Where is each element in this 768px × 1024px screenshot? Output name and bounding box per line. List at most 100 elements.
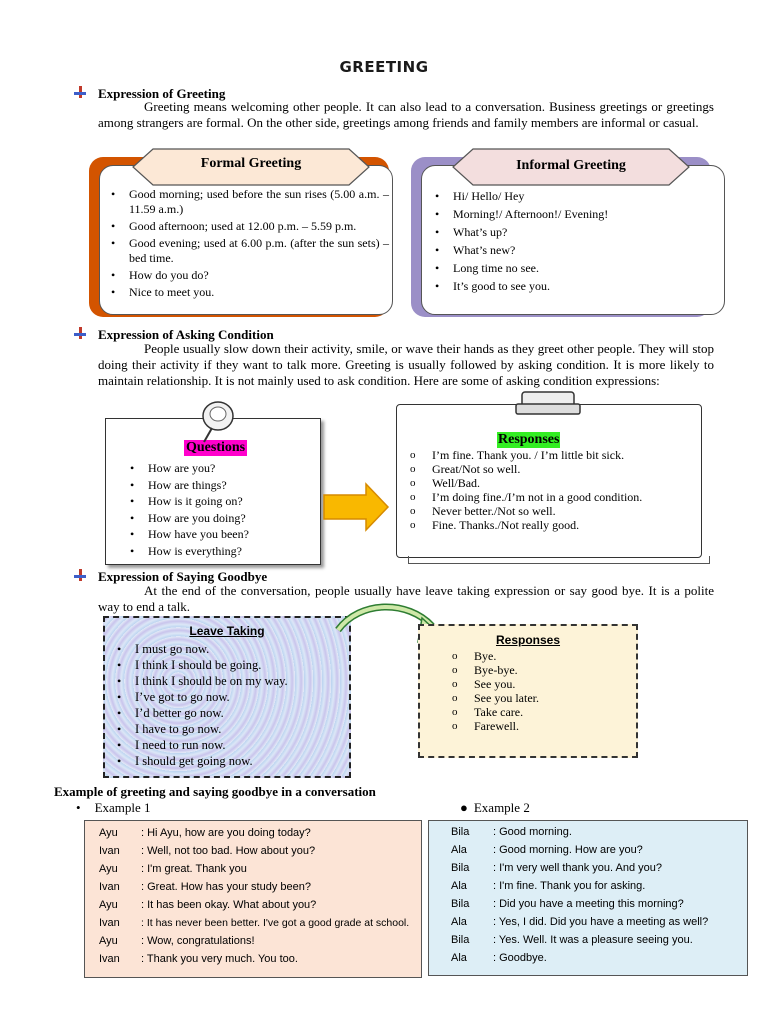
right-arrow-icon [323, 482, 390, 532]
conversation-line: Ayu : It has been okay. What about you? [99, 896, 421, 914]
conversation-line: Ayu : Hi Ayu, how are you doing today? [99, 824, 421, 842]
section-heading-asking: Expression of Asking Condition [74, 326, 274, 344]
speaker: Bila [451, 898, 470, 910]
conversation-line: Bila: Good morning. [451, 823, 747, 841]
list-item: See you later. [450, 691, 630, 705]
section-paragraph: At the end of the conversation, people u… [98, 583, 714, 614]
goodbye-responses-box: Responses Bye. Bye-bye. See you. See you… [418, 624, 638, 758]
example1-label: •Example 1 [76, 800, 151, 815]
list-item: I think I should be going. [109, 658, 349, 673]
example2-box: Bila: Good morning. Ala : Good morning. H… [428, 820, 748, 976]
speaker: Ayu [99, 935, 118, 947]
section-heading-goodbye: Expression of Saying Goodbye [74, 568, 267, 586]
line-text: : I'm fine. Thank you for asking. [493, 880, 646, 892]
questions-list: How are you? How are things? How is it g… [122, 461, 318, 560]
list-item: Morning!/ Afternoon!/ Evening! [427, 207, 717, 222]
plus-bullet-icon [74, 86, 86, 98]
line-text: : It has been okay. What about you? [141, 899, 317, 911]
speaker: Ivan [99, 845, 120, 857]
leave-taking-box: Leave Taking I must go now. I think I sh… [103, 616, 351, 778]
list-item: I must go now. [109, 642, 349, 657]
example2-conversation: Bila: Good morning. Ala : Good morning. H… [429, 821, 747, 967]
list-item: I’ve got to go now. [109, 690, 349, 705]
list-item: Good afternoon; used at 12.00 p.m. – 5.5… [103, 219, 389, 234]
conversation-line: Ivan : Thank you very much. You too. [99, 950, 421, 968]
line-text: : Wow, congratulations! [141, 935, 255, 947]
responses-title: Responses [497, 432, 561, 448]
list-item: Good evening; used at 6.00 p.m. (after t… [103, 236, 389, 266]
plus-bullet-icon [74, 569, 86, 581]
list-item: Bye. [450, 649, 630, 663]
speaker: Ala [451, 952, 467, 964]
line-text: : Hi Ayu, how are you doing today? [141, 827, 311, 839]
example2-label-text: Example 2 [473, 800, 530, 815]
page-title: GREETING [339, 58, 429, 76]
conversation-line: Ivan: Great. How has your study been? [99, 878, 421, 896]
speaker: Bila [451, 934, 470, 946]
example-heading: Example of greeting and saying goodbye i… [54, 784, 376, 799]
line-text: : Did you have a meeting this morning? [493, 898, 684, 910]
list-item: Farewell. [450, 719, 630, 733]
list-item: I think I should be on my way. [109, 674, 349, 689]
list-item: Hi/ Hello/ Hey [427, 189, 717, 204]
list-item: I need to run now. [109, 738, 349, 753]
section-heading-greeting: Expression of Greeting [74, 85, 225, 103]
formal-title: Formal Greeting [200, 156, 302, 171]
example2-label: ●Example 2 [460, 800, 530, 815]
list-item: Great/Not so well. [408, 462, 686, 476]
list-item: How are you? [122, 461, 318, 476]
pushpin-icon [202, 401, 234, 443]
conversation-line: Ayu : Wow, congratulations! [99, 932, 421, 950]
responses-list: I’m fine. Thank you. / I’m little bit si… [408, 448, 686, 532]
formal-title-tab [132, 148, 370, 186]
speaker: Ivan [99, 881, 120, 893]
list-item: Bye-bye. [450, 663, 630, 677]
line-text: : Yes. Well. It was a pleasure seeing yo… [493, 934, 693, 946]
conversation-line: Ala: Yes, I did. Did you have a meeting … [451, 913, 747, 931]
line-text: : Good morning. How are you? [493, 844, 643, 856]
line-text: : I'm very well thank you. And you? [493, 862, 663, 874]
list-item: What’s new? [427, 243, 717, 258]
clipboard-stack [408, 556, 710, 564]
section-title: Expression of Asking Condition [98, 327, 274, 342]
line-text: : Goodbye. [493, 952, 547, 964]
line-text: : Well, not too bad. How about you? [141, 845, 316, 857]
list-item: How are you doing? [122, 511, 318, 526]
list-item: Well/Bad. [408, 476, 686, 490]
list-item: Never better./Not so well. [408, 504, 686, 518]
list-item: Good morning; used before the sun rises … [103, 187, 389, 217]
informal-title-tab [452, 148, 690, 186]
list-item: How is everything? [122, 544, 318, 559]
list-item: I’m fine. Thank you. / I’m little bit si… [408, 448, 686, 462]
speaker: Ivan [99, 953, 120, 965]
list-item: I’m doing fine./I’m not in a good condit… [408, 490, 686, 504]
leave-taking-title: Leave Taking [189, 624, 265, 638]
speaker: Ayu [99, 899, 118, 911]
section-title: Expression of Saying Goodbye [98, 569, 268, 584]
goodbye-responses-list: Bye. Bye-bye. See you. See you later. Ta… [450, 649, 630, 733]
plus-bullet-icon [74, 327, 86, 339]
speaker: Ala [451, 880, 467, 892]
list-item: Fine. Thanks./Not really good. [408, 518, 686, 532]
informal-greeting-card: Informal Greeting Hi/ Hello/ Hey Morning… [411, 148, 725, 317]
line-text: : It has never been better. I've got a g… [141, 917, 410, 929]
conversation-line: Ivan : Well, not too bad. How about you? [99, 842, 421, 860]
questions-note: Questions How are you? How are things? H… [105, 418, 321, 565]
section-paragraph: People usually slow down their activity,… [98, 341, 714, 388]
conversation-line: Bila: I'm very well thank you. And you? [451, 859, 747, 877]
line-text: : Thank you very much. You too. [141, 953, 298, 965]
list-item: How is it going on? [122, 494, 318, 509]
speaker: Ayu [99, 827, 118, 839]
list-item: See you. [450, 677, 630, 691]
conversation-line: Ala : I'm fine. Thank you for asking. [451, 877, 747, 895]
list-item: Long time no see. [427, 261, 717, 276]
speaker: Ala [451, 916, 467, 928]
list-item: I should get going now. [109, 754, 349, 769]
list-item: Take care. [450, 705, 630, 719]
informal-list: Hi/ Hello/ Hey Morning!/ Afternoon!/ Eve… [427, 189, 717, 297]
formal-greeting-card: Formal Greeting Good morning; used befor… [89, 148, 393, 317]
list-item: It’s good to see you. [427, 279, 717, 294]
clip-icon [515, 391, 581, 415]
section-title: Expression of Greeting [98, 86, 226, 101]
list-item: I have to go now. [109, 722, 349, 737]
